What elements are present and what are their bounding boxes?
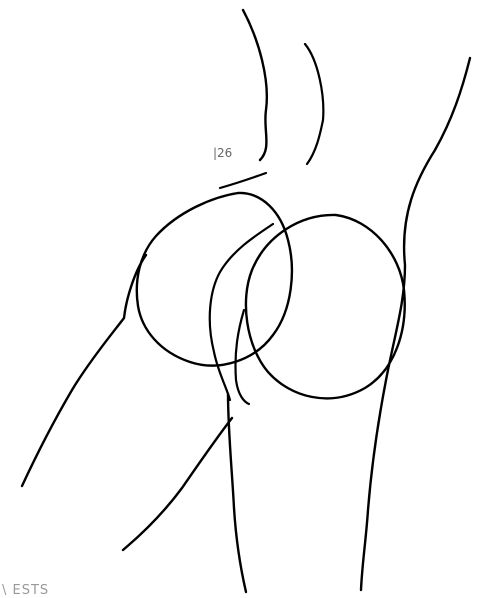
back-curve-right-stroke: [305, 44, 323, 164]
left-outer-thigh-stroke: [22, 255, 146, 486]
back-curve-left-stroke: [243, 10, 267, 160]
bottom-label-text: \ ESTS: [2, 583, 49, 598]
right-buttock-stroke: [246, 215, 405, 398]
inner-thigh-left-stroke: [123, 418, 232, 550]
right-hip-contour-stroke: [361, 58, 470, 590]
left-waist-edge-stroke: [220, 173, 266, 188]
left-buttock-stroke: [137, 193, 292, 366]
right-leg-front-stroke: [228, 394, 246, 592]
small-label-text: |26: [213, 146, 232, 160]
